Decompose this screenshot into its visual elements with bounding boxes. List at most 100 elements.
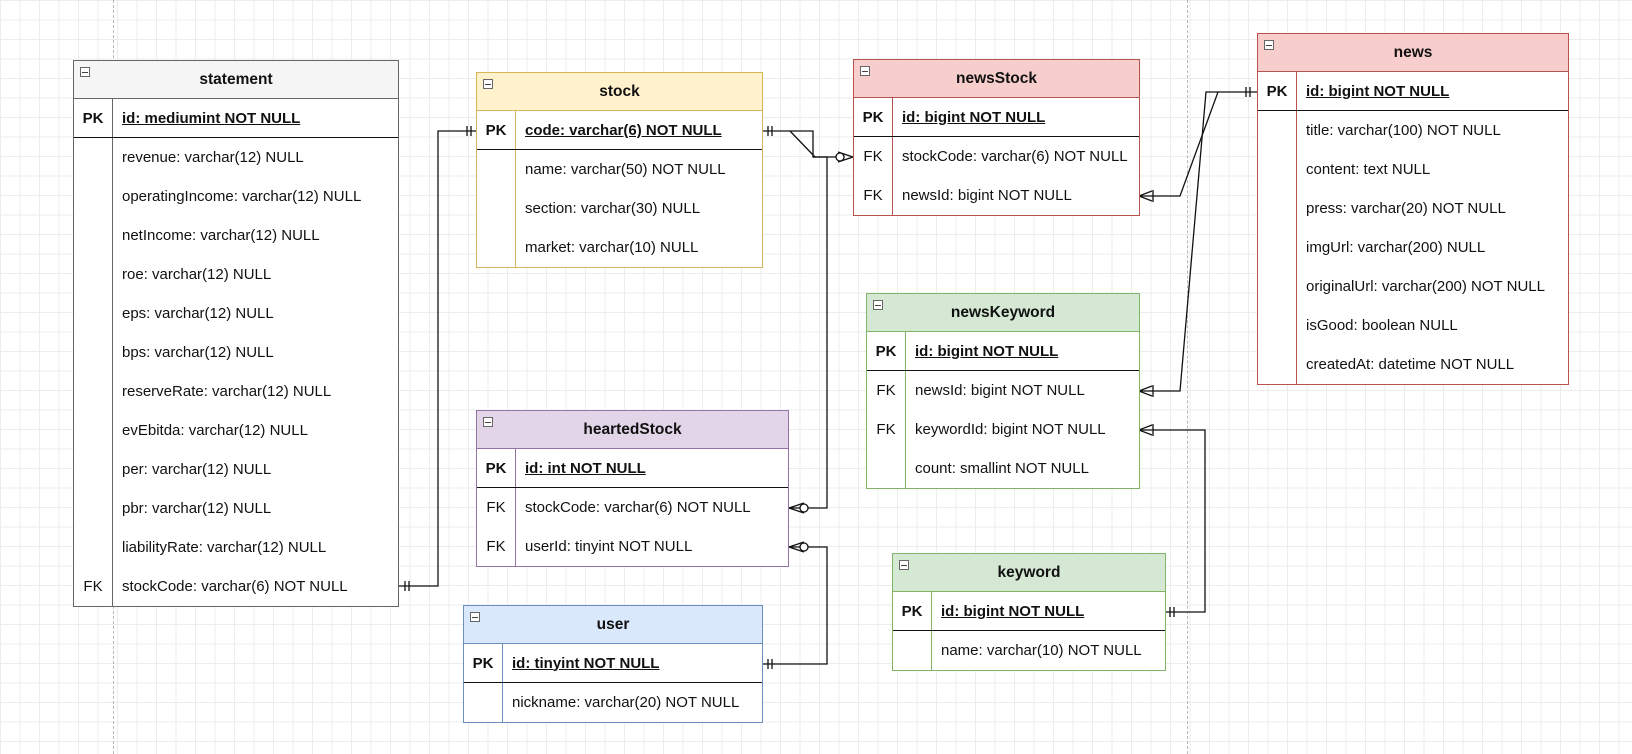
- table-header[interactable]: heartedStock: [477, 411, 788, 449]
- column-row[interactable]: isGood: boolean NULL: [1258, 306, 1568, 345]
- column-row[interactable]: title: varchar(100) NOT NULL: [1258, 111, 1568, 150]
- column-definition: createdAt: datetime NOT NULL: [1306, 356, 1515, 373]
- connector-news-newsstock[interactable]: [1139, 91, 1257, 197]
- column-definition: stockCode: varchar(6) NOT NULL: [525, 499, 751, 516]
- table-header[interactable]: user: [464, 606, 762, 644]
- collapse-icon[interactable]: [483, 417, 493, 427]
- table-title: heartedStock: [583, 420, 682, 438]
- table-header[interactable]: newsKeyword: [867, 294, 1139, 332]
- column-definition: liabilityRate: varchar(12) NULL: [122, 539, 327, 556]
- collapse-icon[interactable]: [1264, 40, 1274, 50]
- key-label: FK: [863, 187, 883, 204]
- column-definition: newsId: bigint NOT NULL: [915, 382, 1085, 399]
- connector-news-newskeyword[interactable]: [1139, 91, 1218, 392]
- table-header[interactable]: stock: [477, 73, 762, 111]
- key-label: FK: [83, 578, 103, 595]
- column-definition: count: smallint NOT NULL: [915, 460, 1089, 477]
- crowfoot-marker: [1138, 385, 1154, 397]
- column-row[interactable]: count: smallint NOT NULL: [867, 449, 1139, 488]
- column-row[interactable]: roe: varchar(12) NULL: [74, 255, 398, 294]
- column-row[interactable]: createdAt: datetime NOT NULL: [1258, 345, 1568, 384]
- column-definition: market: varchar(10) NULL: [525, 239, 699, 256]
- table-header[interactable]: statement: [74, 61, 398, 99]
- column-row[interactable]: operatingIncome: varchar(12) NULL: [74, 177, 398, 216]
- column-row[interactable]: liabilityRate: varchar(12) NULL: [74, 528, 398, 567]
- column-definition: stockCode: varchar(6) NOT NULL: [122, 578, 348, 595]
- column-definition: originalUrl: varchar(200) NOT NULL: [1306, 278, 1545, 295]
- connector-stock-heartedstock[interactable]: [789, 156, 828, 509]
- column-row[interactable]: section: varchar(30) NULL: [477, 189, 762, 228]
- column-row[interactable]: netIncome: varchar(12) NULL: [74, 216, 398, 255]
- key-label: FK: [486, 538, 506, 555]
- table-header[interactable]: newsStock: [854, 60, 1139, 98]
- column-definition: revenue: varchar(12) NULL: [122, 149, 304, 166]
- key-label: FK: [863, 148, 883, 165]
- key-column-divider: [854, 98, 893, 215]
- connector-keyword-newskeyword[interactable]: [1139, 429, 1206, 613]
- column-row[interactable]: market: varchar(10) NULL: [477, 228, 762, 267]
- crowfoot-marker: [788, 541, 805, 553]
- table-header[interactable]: news: [1258, 34, 1568, 72]
- table-header[interactable]: keyword: [893, 554, 1165, 592]
- foreign-key-row[interactable]: FK stockCode: varchar(6) NOT NULL: [477, 488, 788, 527]
- column-row[interactable]: eps: varchar(12) NULL: [74, 294, 398, 333]
- column-definition: section: varchar(30) NULL: [525, 200, 701, 217]
- column-row[interactable]: imgUrl: varchar(200) NULL: [1258, 228, 1568, 267]
- column-row[interactable]: bps: varchar(12) NULL: [74, 333, 398, 372]
- connector-stock-newsstock[interactable]: [763, 130, 838, 158]
- column-row[interactable]: nickname: varchar(20) NOT NULL: [464, 683, 762, 722]
- collapse-icon[interactable]: [873, 300, 883, 310]
- collapse-icon[interactable]: [80, 67, 90, 77]
- column-definition: content: text NULL: [1306, 161, 1431, 178]
- column-row[interactable]: revenue: varchar(12) NULL: [74, 138, 398, 177]
- column-row[interactable]: reserveRate: varchar(12) NULL: [74, 372, 398, 411]
- key-label: FK: [486, 499, 506, 516]
- collapse-icon[interactable]: [470, 612, 480, 622]
- column-definition: isGood: boolean NULL: [1306, 317, 1458, 334]
- column-definition: bps: varchar(12) NULL: [122, 344, 274, 361]
- column-row[interactable]: press: varchar(20) NOT NULL: [1258, 189, 1568, 228]
- foreign-key-row[interactable]: FK stockCode: varchar(6) NOT NULL: [74, 567, 398, 606]
- column-definition: code: varchar(6) NOT NULL: [525, 121, 722, 139]
- column-row[interactable]: evEbitda: varchar(12) NULL: [74, 411, 398, 450]
- column-definition: per: varchar(12) NULL: [122, 461, 272, 478]
- column-row[interactable]: pbr: varchar(12) NULL: [74, 489, 398, 528]
- column-definition: id: bigint NOT NULL: [902, 108, 1046, 126]
- column-definition: operatingIncome: varchar(12) NULL: [122, 188, 362, 205]
- column-definition: name: varchar(10) NOT NULL: [941, 642, 1142, 659]
- column-row[interactable]: name: varchar(50) NOT NULL: [477, 150, 762, 189]
- key-label: FK: [876, 421, 896, 438]
- column-row[interactable]: name: varchar(10) NOT NULL: [893, 631, 1165, 670]
- column-row[interactable]: content: text NULL: [1258, 150, 1568, 189]
- collapse-icon[interactable]: [483, 79, 493, 89]
- collapse-icon[interactable]: [899, 560, 909, 570]
- column-row[interactable]: per: varchar(12) NULL: [74, 450, 398, 489]
- connector-statement-stock[interactable]: [398, 130, 477, 587]
- collapse-icon[interactable]: [860, 66, 870, 76]
- column-row[interactable]: originalUrl: varchar(200) NOT NULL: [1258, 267, 1568, 306]
- key-label: PK: [472, 654, 494, 672]
- key-column-divider: [464, 644, 503, 722]
